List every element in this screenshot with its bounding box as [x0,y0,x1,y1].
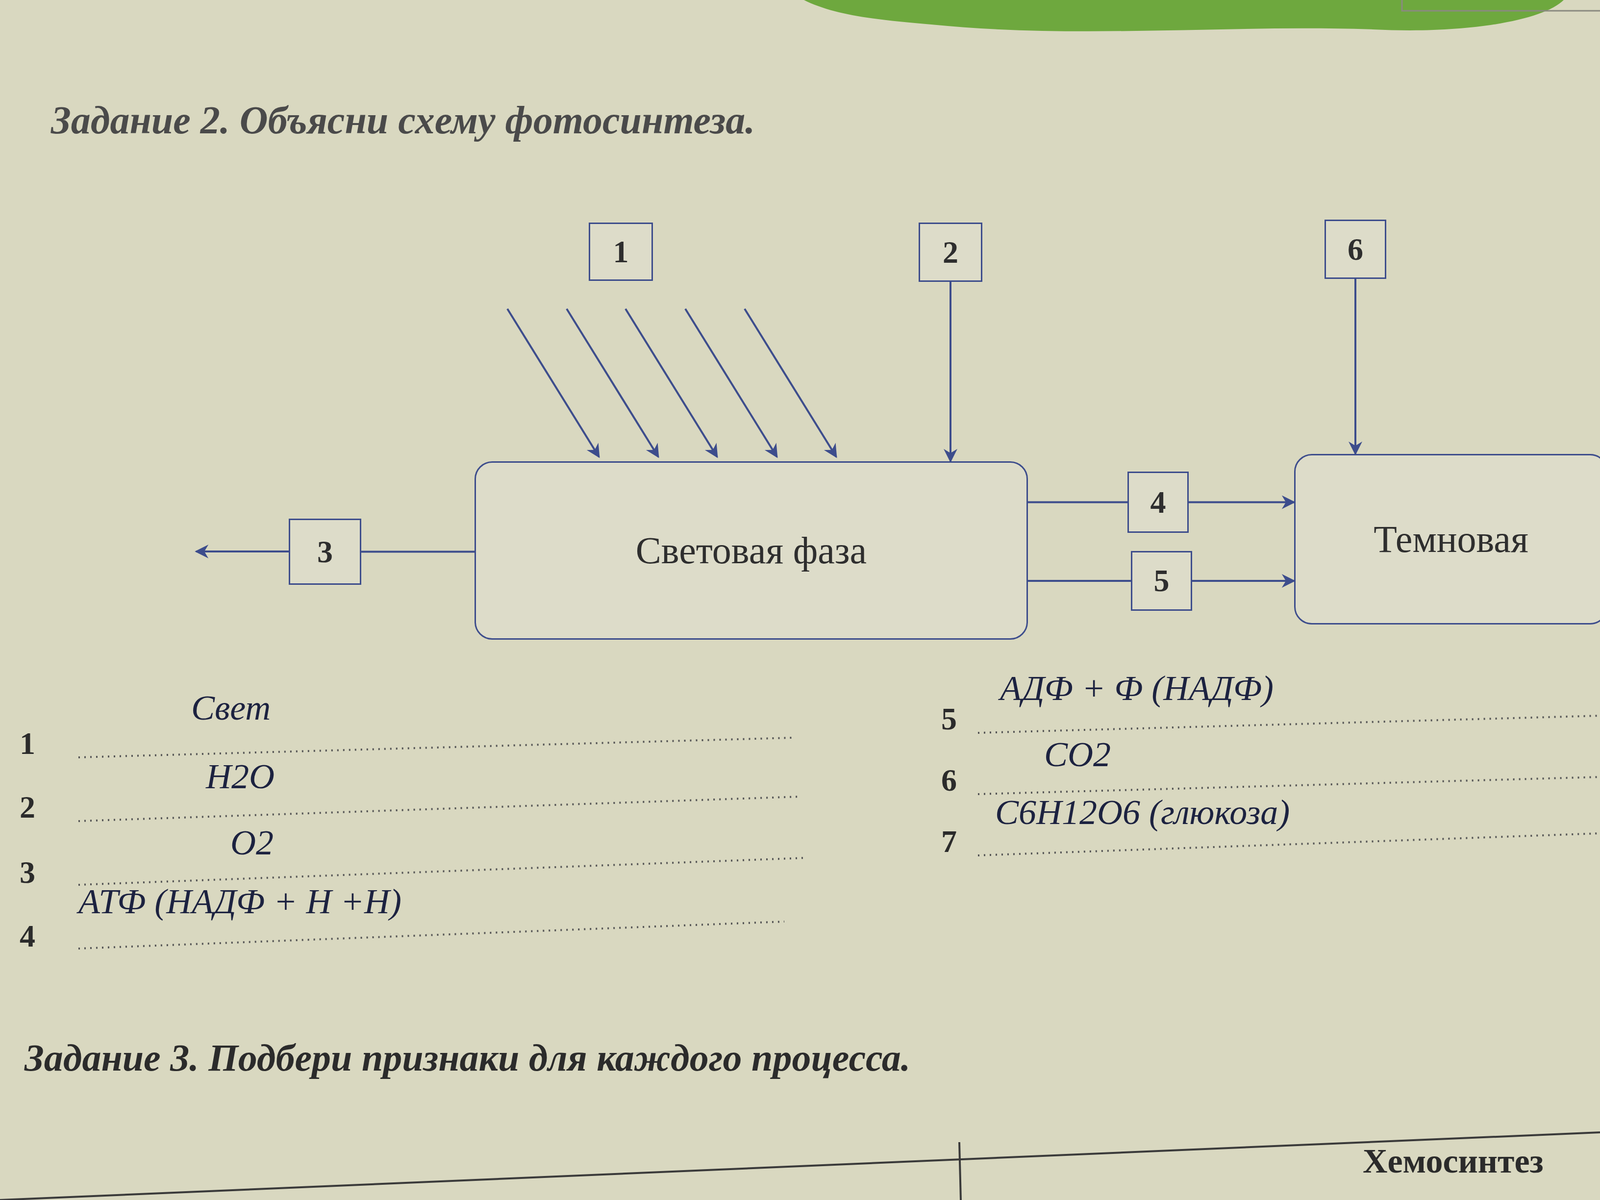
flow-arrow [1188,501,1295,504]
answer-number: 4 [19,919,36,954]
light-rays [507,308,837,457]
flow-arrow [1027,579,1131,582]
flow-arrow [1192,579,1295,582]
flow-arrow [361,550,475,553]
answer-number: 6 [941,763,957,798]
answer-number: 7 [941,824,957,859]
answer-number: 2 [19,790,36,825]
number-text: 2 [942,234,959,271]
answer-number: 5 [941,701,957,737]
flow-arrow [949,281,952,462]
flow-arrow [1354,278,1357,454]
answer-number: 3 [19,855,36,890]
callout-number: 3 [288,518,362,585]
number-text: 1 [613,233,629,271]
task-heading: Задание 2. Объясни схему фотосинтеза. [50,98,755,143]
number-text: 5 [1153,562,1170,600]
callout-number: 1 [588,222,653,281]
handwritten-answer: АТФ (НАДФ + Н +Н) [78,882,402,922]
phase-box: Световая фаза [474,461,1028,640]
callout-number: 2 [918,222,983,282]
task-heading: Задание 3. Подбери признаки для каждого … [24,1036,911,1079]
number-text: 3 [317,533,333,571]
answer-dotted-lines [78,715,1600,949]
phase-label: Темновая [1373,517,1529,562]
answer-number: 1 [19,726,36,761]
handwritten-answer: H2O [205,757,275,797]
page-corner-box [1401,0,1600,11]
handwritten-answer: C6H12O6 (глюкоза) [995,793,1290,832]
output-arrow [196,550,289,553]
phase-label: Световая фаза [635,528,867,573]
table-lines [0,1132,1600,1200]
number-text: 6 [1347,231,1364,268]
handwritten-answer: O2 [230,823,274,863]
phase-box: Темновая [1294,453,1600,625]
handwritten-answer: Свет [191,688,271,728]
flow-arrow [1027,501,1128,504]
table-heading: Хемосинтез [1362,1142,1544,1180]
callout-number: 6 [1324,219,1387,279]
leaf-corner [803,0,1564,32]
callout-number: 5 [1130,550,1193,611]
handwritten-answer: АДФ + Ф (НАДФ) [1000,669,1274,708]
number-text: 4 [1150,484,1167,521]
handwritten-answer: CO2 [1044,735,1111,775]
callout-number: 4 [1127,471,1189,533]
